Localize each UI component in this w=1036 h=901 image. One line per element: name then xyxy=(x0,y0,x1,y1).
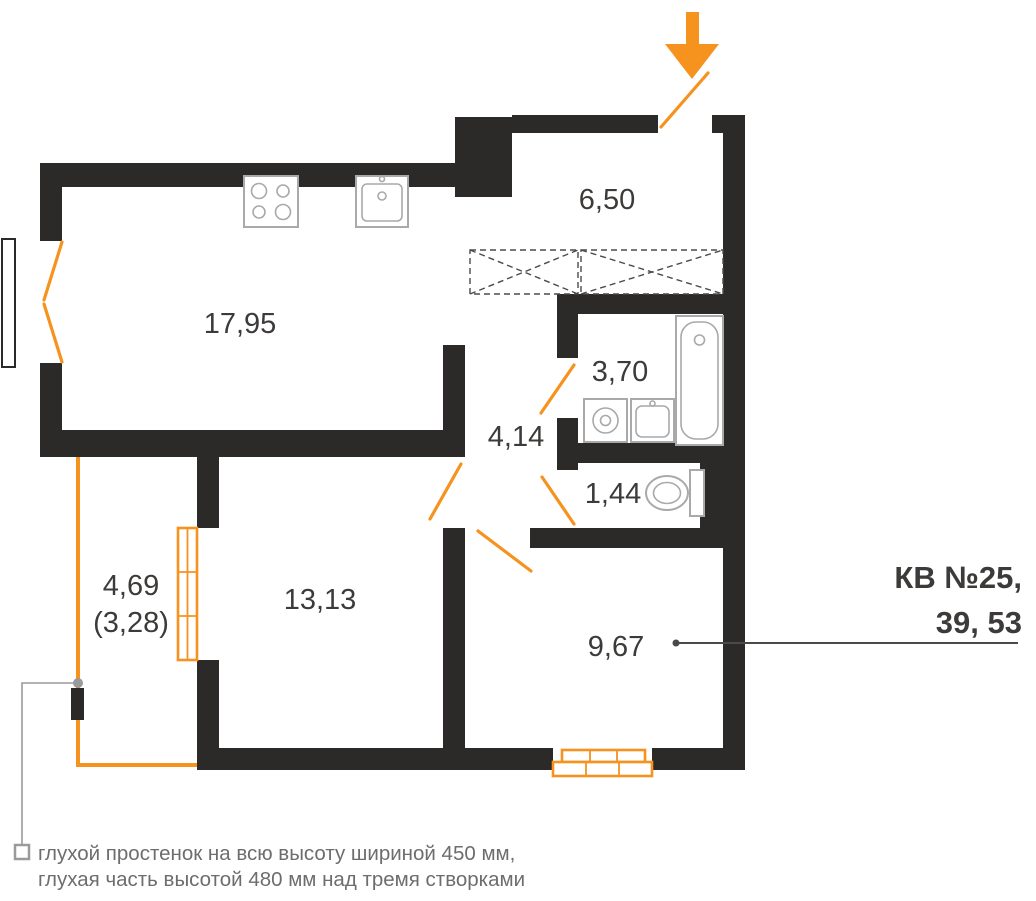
wardrobe-diagonal xyxy=(469,249,579,295)
balcony-window-three-casements xyxy=(176,526,199,662)
bathtub-icon xyxy=(675,315,724,446)
room-label-wc: 1,44 xyxy=(585,478,641,510)
apartment-area: 39, 53 xyxy=(936,605,1022,640)
toilet-icon xyxy=(645,469,705,517)
blind-pier-mark xyxy=(71,688,84,720)
wall-wc-bottom xyxy=(530,528,745,548)
room-label-room: 9,67 xyxy=(588,631,644,663)
wc-door-swing xyxy=(540,475,576,526)
washing-machine-icon xyxy=(583,398,628,443)
legend-line-2: глухая часть высотой 480 мм над тремя ст… xyxy=(38,868,525,891)
wall-bath-wc-divider xyxy=(557,443,745,463)
walls xyxy=(40,115,745,770)
apartment-callout: КВ №25, 39, 53 xyxy=(672,560,1022,647)
balcony-outline xyxy=(71,457,197,767)
window-box-outside xyxy=(1,238,16,368)
wall-kitchen-corridor xyxy=(443,345,465,457)
wall-balcony-room-lower xyxy=(197,660,219,770)
room-label-kitchen: 17,95 xyxy=(204,308,277,340)
washbasin-icon xyxy=(630,398,675,443)
apartment-number: КВ №25, xyxy=(894,560,1022,595)
wall-bottom-right xyxy=(652,748,745,770)
room-window-bottom xyxy=(551,748,654,778)
wardrobe-diagonal xyxy=(469,249,579,295)
stove-icon xyxy=(243,175,299,228)
balcony-glazing-line xyxy=(76,457,197,767)
kitchen-window xyxy=(1,238,64,368)
wall-bottom-left xyxy=(197,748,553,770)
room-label-corridor: 4,14 xyxy=(488,421,544,453)
wall-bathroom-top xyxy=(557,294,745,314)
legend-line-1: глухой простенок на всю высоту шириной 4… xyxy=(38,842,515,865)
wardrobe-diagonal xyxy=(580,249,724,295)
wall-left-upper xyxy=(40,163,62,241)
room-label-bedroom: 13,13 xyxy=(284,584,357,616)
wall-shaft xyxy=(700,448,745,532)
legend-marker-square xyxy=(13,843,31,861)
room-label-hall: 6,50 xyxy=(579,184,635,216)
legend-leader-line xyxy=(21,682,78,845)
wall-right xyxy=(723,115,745,770)
entrance-door-swing xyxy=(659,71,710,129)
wardrobe-box-right xyxy=(580,249,724,295)
room-labels: 17,95 6,50 3,70 4,14 1,44 13,13 9,67 4,6… xyxy=(93,184,648,663)
wall-block-top-center xyxy=(455,117,512,197)
room-label-balcony: 4,69 xyxy=(103,570,159,602)
bedroom-door-swing xyxy=(428,462,463,521)
doors xyxy=(428,71,710,573)
room-label-bathroom: 3,70 xyxy=(592,356,648,388)
apartment-leader-dot xyxy=(672,639,680,647)
windows xyxy=(1,238,654,778)
kitchen-fixtures xyxy=(243,175,409,228)
bathroom-fixtures xyxy=(583,315,724,446)
wall-bedroom-right xyxy=(443,528,465,770)
entrance-arrow-icon xyxy=(665,12,719,79)
legend: глухой простенок на всю высоту шириной 4… xyxy=(13,678,525,891)
wall-bathroom-left-upper xyxy=(557,294,578,358)
kitchen-sink-icon xyxy=(355,175,409,228)
wall-kitchen-bottom xyxy=(40,430,465,457)
wardrobe-box-left xyxy=(469,249,579,295)
wardrobe-hatch xyxy=(469,249,724,295)
wall-hall-top xyxy=(512,115,658,133)
room-label-balcony-reduced: (3,28) xyxy=(93,607,169,639)
room-door-swing xyxy=(476,529,533,573)
bathroom-door-swing xyxy=(539,363,576,415)
wall-balcony-room-upper xyxy=(197,457,219,528)
